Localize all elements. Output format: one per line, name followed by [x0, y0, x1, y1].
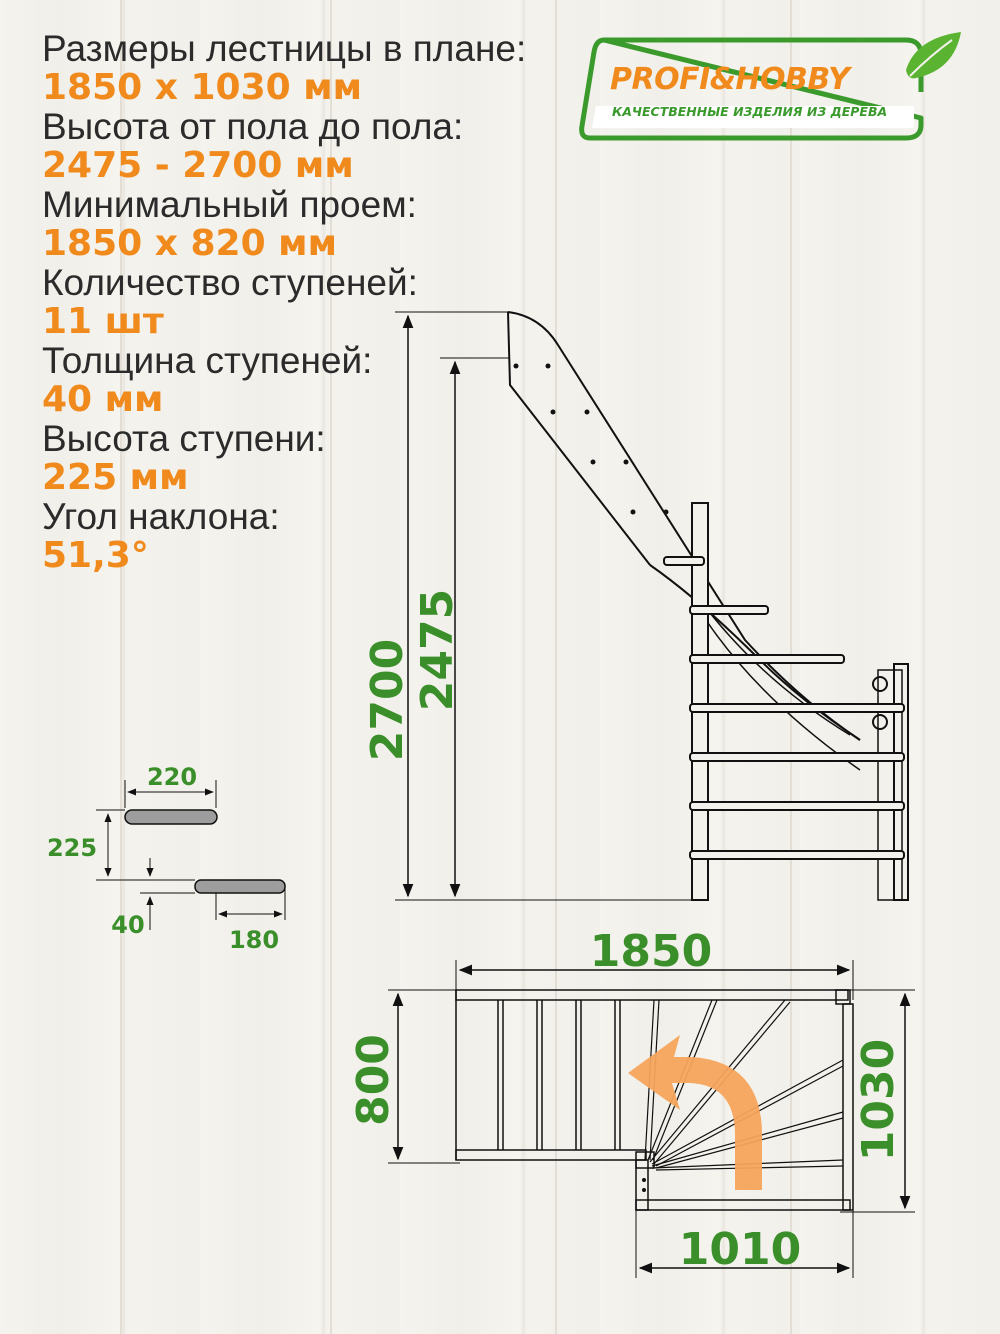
dim-step-rise: 225 — [47, 834, 97, 862]
plank-seam — [120, 0, 122, 1334]
dim-plan-width: 1030 — [853, 1039, 904, 1161]
logo-frame — [579, 32, 961, 141]
spec-value: 1850 x 1030 мм — [42, 67, 363, 108]
bolt-holes — [513, 363, 669, 515]
dim-plan-opening: 800 — [348, 1034, 399, 1126]
spec-value: 51,3° — [42, 535, 149, 576]
plank-seam — [330, 0, 332, 1334]
dim-height-floor: 2475 — [412, 589, 463, 711]
spec-label: Угол наклона: — [42, 496, 280, 537]
dim-step-thickness: 40 — [111, 911, 144, 939]
brand-logo: PROFI&HOBBY КАЧЕСТВЕННЫЕ ИЗДЕЛИЯ ИЗ ДЕРЕ… — [576, 30, 966, 145]
side-elevation — [395, 311, 909, 901]
height-labels: 2700 2475 — [362, 589, 463, 761]
dim-plan-length: 1850 — [590, 926, 712, 977]
plank-seam — [790, 0, 792, 1334]
treads — [663, 556, 905, 860]
plan-labels: 1850 1030 800 1010 — [348, 926, 904, 1275]
spec-label: Высота ступени: — [42, 418, 326, 459]
dim-step-overlap: 180 — [229, 926, 279, 954]
step-board-lower — [194, 879, 286, 894]
logo-brand-text: PROFI&HOBBY — [610, 62, 850, 97]
plank-seam — [555, 0, 557, 1334]
spec-value: 225 мм — [42, 457, 189, 498]
spec-value: 2475 - 2700 мм — [42, 145, 354, 186]
plan-view — [388, 960, 915, 1278]
direction-arrow — [628, 1035, 762, 1190]
dim-step-depth: 220 — [147, 763, 197, 791]
logo-tagline: КАЧЕСТВЕННЫЕ ИЗДЕЛИЯ ИЗ ДЕРЕВА — [612, 104, 888, 119]
step-board-upper — [124, 809, 218, 825]
spec-value: 11 шт — [42, 301, 164, 342]
spec-label: Количество ступеней: — [42, 262, 418, 303]
spec-label: Размеры лестницы в плане: — [42, 28, 527, 69]
spec-label: Минимальный проем: — [42, 184, 417, 225]
dim-plan-turn: 1010 — [679, 1224, 801, 1275]
spec-list: Размеры лестницы в плане: 1850 x 1030 мм… — [42, 30, 582, 576]
spec-label: Толщина ступеней: — [42, 340, 373, 381]
step-detail: 220 225 40 180 — [47, 763, 286, 954]
dim-height-total: 2700 — [362, 639, 413, 761]
spec-value: 1850 x 820 мм — [42, 223, 338, 264]
spec-value: 40 мм — [42, 379, 164, 420]
spec-label: Высота от пола до пола: — [42, 106, 464, 147]
